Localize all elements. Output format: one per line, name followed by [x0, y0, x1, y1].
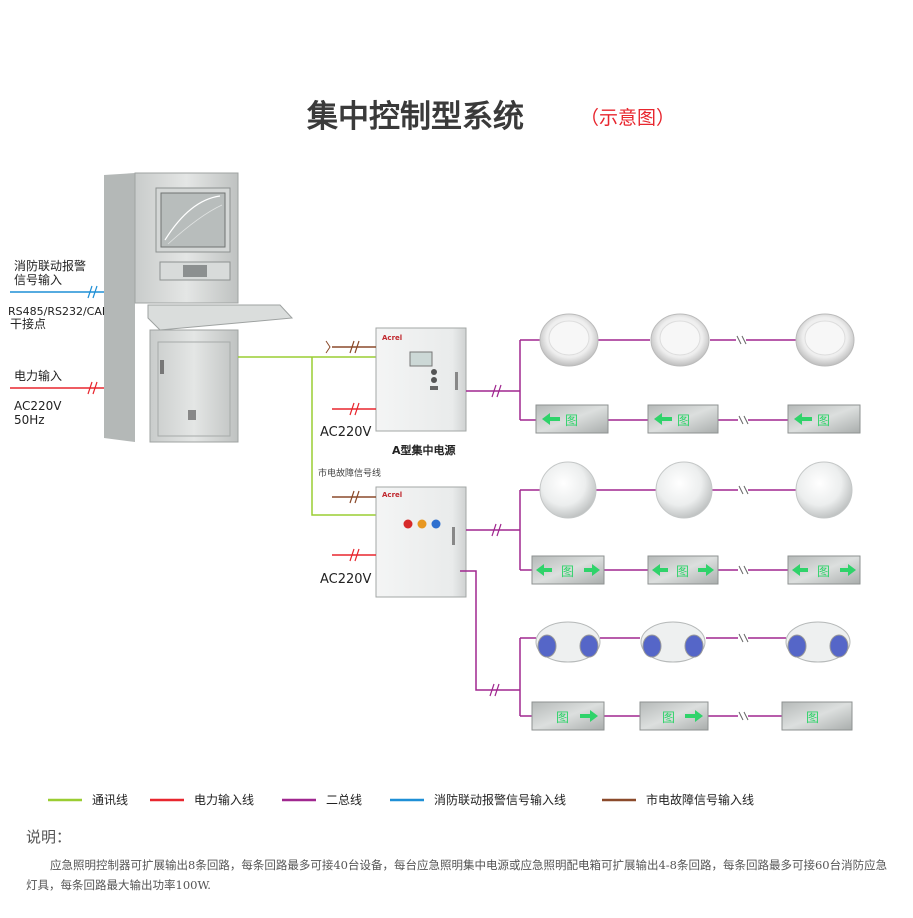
twin-head-light-icon [785, 621, 851, 663]
controller-cabinet [104, 172, 294, 443]
bus-mark-2 [491, 523, 502, 537]
legend-item: 电力输入线 [150, 792, 254, 807]
exit-sign-bidirectional-icon: 图 [787, 555, 861, 585]
globe-light-icon [655, 461, 713, 519]
exit-sign-glyph: 图 [556, 711, 569, 726]
exit-sign-row-2: 图 图 图 [531, 555, 861, 585]
description: 说明： 应急照明控制器可扩展输出8条回路，每条回路最多可接40台设备，每台应急照… [26, 826, 896, 895]
power-input-a-mark [349, 340, 360, 354]
exit-sign-glyph: 图 [676, 565, 689, 580]
exit-sign-glyph: 图 [817, 414, 830, 429]
globe-light-icon [795, 461, 853, 519]
exit-sign-glyph: 图 [561, 565, 574, 580]
brand-logo: Acrel [382, 334, 402, 342]
exit-sign-glyph: 图 [677, 414, 690, 429]
legend-label: 电力输入线 [194, 792, 254, 807]
legend-label: 二总线 [326, 793, 362, 807]
exit-sign-glyph: 图 [817, 565, 830, 580]
bus-mark-3 [489, 683, 500, 697]
exit-sign-left-icon: 图 [535, 404, 609, 434]
power-input-b-mark [349, 490, 360, 504]
fire-signal-mark [87, 285, 98, 299]
diagram-title: 集中控制型系统 [306, 99, 524, 135]
dry-contact-label: 干接点 [10, 316, 46, 331]
a-supply-name: A型集中电源 [392, 443, 456, 457]
description-heading: 说明： [26, 828, 72, 846]
distribution-box: Acrel [375, 486, 467, 598]
legend-label: 消防联动报警信号输入线 [434, 792, 566, 807]
a-supply-voltage: AC220V [320, 425, 372, 440]
exit-sign-left-icon: 图 [787, 404, 861, 434]
legend-label: 通讯线 [92, 793, 128, 807]
mains-fault-label: 市电故障信号线 [318, 467, 381, 479]
exit-sign-bidirectional-icon: 图 [531, 555, 605, 585]
distribution-voltage: AC220V [320, 572, 372, 587]
description-body: 应急照明控制器可扩展输出8条回路，每条回路最多可接40台设备，每台应急照明集中电… [26, 858, 888, 892]
fire-signal-label-2: 信号输入 [14, 272, 62, 287]
voltage-label: AC220V [14, 399, 62, 413]
legend-item: 通讯线 [48, 793, 128, 807]
central-power-supply-box: Acrel [375, 327, 467, 432]
downlight-row [539, 313, 855, 367]
exit-sign-right-icon: 图 [531, 701, 605, 731]
legend: 通讯线 电力输入线 二总线 消防联动报警信号输入线 市电故障信号输入线 [48, 792, 754, 807]
frequency-label: 50Hz [14, 413, 45, 427]
exit-sign-row-1: 图 图 图 [535, 404, 861, 434]
two-wire-bus [460, 339, 545, 717]
exit-sign-glyph: 图 [662, 711, 675, 726]
exit-sign-left-icon: 图 [647, 404, 719, 434]
legend-item: 市电故障信号输入线 [602, 792, 754, 807]
exit-sign-right-icon: 图 [639, 701, 709, 731]
brand-logo-2: Acrel [382, 491, 402, 499]
twin-head-light-icon [640, 621, 706, 663]
fire-signal-label-1: 消防联动报警 [14, 258, 86, 273]
diagram-title-note: （示意图） [580, 107, 675, 129]
twin-head-light-row [535, 621, 851, 663]
legend-item: 消防联动报警信号输入线 [390, 792, 566, 807]
bus-mark-1 [491, 384, 502, 398]
power-input-mark [87, 381, 98, 395]
exit-sign-row-3: 图 图 图 [531, 701, 853, 731]
downlight-icon [795, 313, 855, 367]
power-input-b2-mark [349, 548, 360, 562]
power-input-label: 电力输入 [14, 368, 62, 383]
legend-item: 二总线 [282, 793, 362, 807]
globe-light-icon [539, 461, 597, 519]
comm-protocol-label: RS485/RS232/CAN [8, 305, 110, 318]
exit-sign-glyph: 图 [806, 711, 819, 726]
power-input-a2-mark [349, 402, 360, 416]
exit-sign-glyph: 图 [565, 414, 578, 429]
downlight-icon [650, 313, 710, 367]
arrow-mark-a [325, 340, 331, 354]
downlight-icon [539, 313, 599, 367]
globe-light-row [539, 461, 853, 519]
exit-sign-bidirectional-icon: 图 [647, 555, 719, 585]
exit-sign-right-icon: 图 [781, 701, 853, 731]
legend-label: 市电故障信号输入线 [646, 792, 754, 807]
twin-head-light-icon [535, 621, 601, 663]
communication-line-branch [311, 357, 376, 516]
